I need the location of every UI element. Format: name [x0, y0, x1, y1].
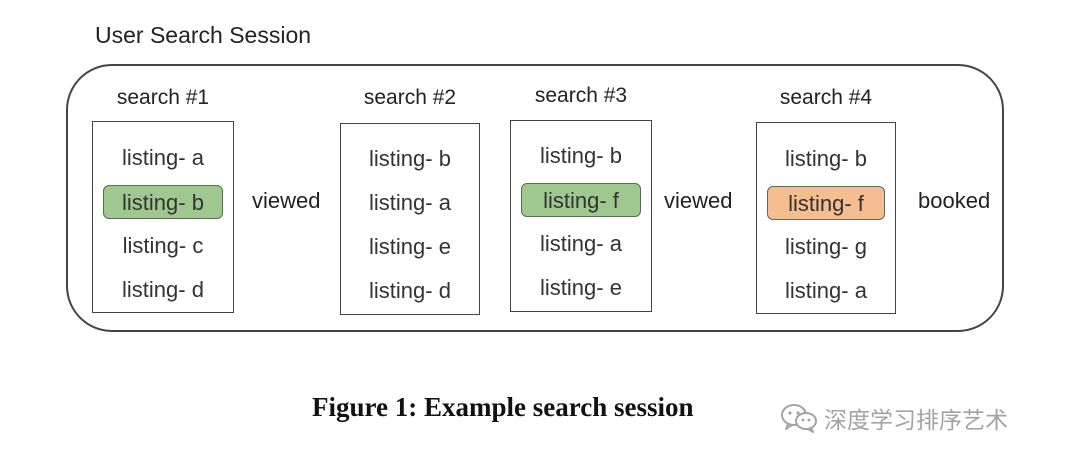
search-4-listing-2: listing- f: [767, 186, 885, 220]
search-4-listing-4: listing- a: [785, 278, 867, 303]
search-1-listing-4: listing- d: [122, 277, 204, 302]
search-4-action: booked: [918, 188, 991, 213]
search-1-action: viewed: [252, 188, 321, 213]
search-4-results: listing- b listing- f listing- g listing…: [756, 122, 896, 314]
wechat-icon: [780, 403, 818, 433]
search-1-label: search #1: [116, 86, 210, 109]
search-3-listing-4: listing- e: [540, 275, 622, 300]
search-3-results: listing- b listing- f listing- a listing…: [510, 120, 652, 312]
search-2-listing-4: listing- d: [369, 278, 451, 303]
search-2-label: search #2: [363, 86, 457, 109]
search-2-listing-2: listing- a: [369, 190, 451, 215]
search-2-listing-3: listing- e: [369, 234, 451, 259]
search-4-listing-1: listing- b: [785, 146, 867, 171]
search-3-listing-2: listing- f: [521, 183, 641, 217]
figure-caption: Figure 1: Example search session: [312, 392, 694, 422]
search-4-label: search #4: [779, 86, 873, 109]
search-1-results: listing- a listing- b listing- c listing…: [92, 121, 234, 313]
watermark: 深度学习排序艺术: [780, 401, 1008, 435]
search-1-listing-2: listing- b: [103, 185, 223, 219]
search-1-listing-1: listing- a: [122, 145, 204, 170]
search-4-listing-3: listing- g: [785, 234, 867, 259]
search-1-listing-3: listing- c: [122, 233, 204, 258]
search-3-listing-1: listing- b: [540, 143, 622, 168]
search-3-action: viewed: [664, 188, 733, 213]
session-container: [66, 64, 1004, 332]
session-title: User Search Session: [95, 22, 312, 48]
search-2-listing-1: listing- b: [369, 146, 451, 171]
watermark-text: 深度学习排序艺术: [824, 407, 1008, 433]
search-3-label: search #3: [534, 84, 628, 107]
search-3-listing-3: listing- a: [540, 231, 622, 256]
search-2-results: listing- b listing- a listing- e listing…: [340, 123, 480, 315]
